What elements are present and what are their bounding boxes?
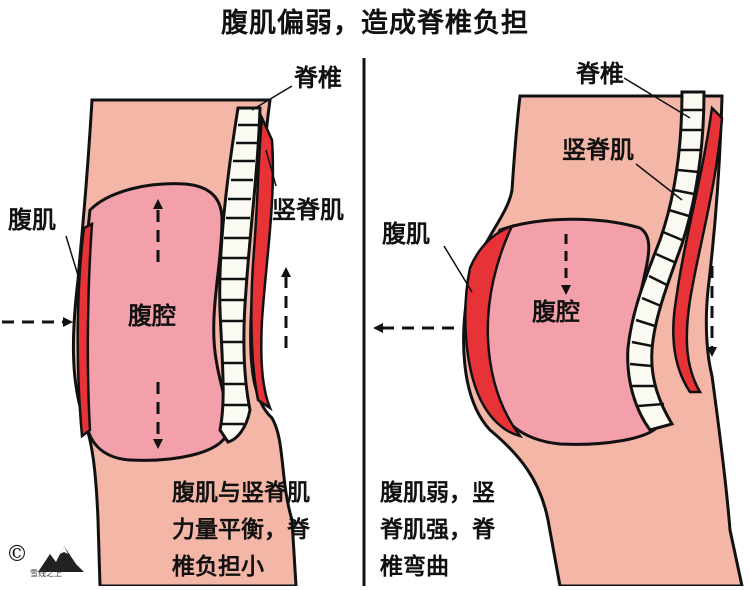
left-panel-figure (2, 85, 298, 588)
right-spine-segments (629, 108, 704, 408)
left-spine (218, 106, 262, 444)
left-arrows (2, 199, 291, 449)
left-caption: 腹肌与竖脊肌 力量平衡，脊 椎负担小 (172, 479, 310, 580)
right-erector-muscle (672, 105, 724, 394)
left-leaders (65, 85, 293, 283)
left-label-spine: 脊椎 (294, 63, 342, 92)
left-spine-segments (220, 123, 259, 426)
right-abs-muscle (464, 223, 524, 439)
left-label-erector: 竖脊肌 (272, 195, 344, 224)
right-arrows (373, 234, 717, 357)
logo-text: 雪线之上 (30, 569, 62, 578)
left-spine-column (218, 106, 262, 444)
right-leaders (443, 77, 691, 293)
left-label-cavity: 腹腔 (128, 301, 176, 330)
left-abs-muscle (76, 221, 94, 439)
left-erector-muscle (250, 113, 275, 412)
page-title: 腹肌偏弱，造成脊椎负担 (221, 8, 529, 39)
right-label-abs: 腹肌 (382, 219, 430, 248)
right-label-erector: 竖脊肌 (562, 135, 634, 164)
mountain-logo-icon (38, 546, 84, 572)
right-caption: 腹肌弱，竖 脊肌强，脊 椎弯曲 (380, 479, 495, 580)
copyright-mark: © (6, 542, 28, 567)
left-label-abs: 腹肌 (8, 205, 56, 234)
right-panel-figure (373, 77, 744, 588)
right-label-spine: 脊椎 (576, 59, 624, 88)
right-spine (626, 90, 706, 432)
right-label-cavity: 腹腔 (532, 297, 580, 326)
